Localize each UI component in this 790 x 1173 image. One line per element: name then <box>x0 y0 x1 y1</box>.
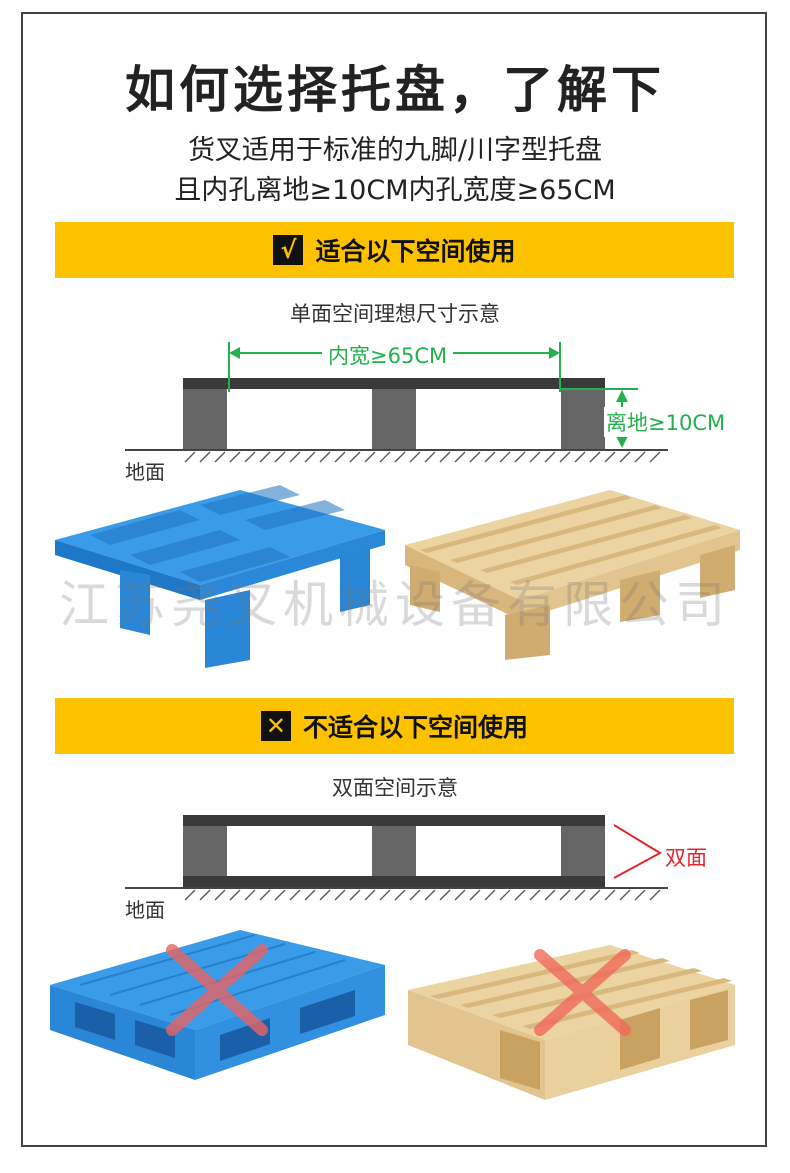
single-leg-middle <box>372 389 416 449</box>
height-arrow-down <box>616 436 628 448</box>
double-leg-left <box>183 826 227 876</box>
double-top-deck <box>183 815 605 826</box>
blue-double-pallet-image <box>50 930 385 1080</box>
wooden-single-pallet-image <box>405 490 740 660</box>
cross-mark-wood <box>534 949 631 1036</box>
suitable-banner: √ 适合以下空间使用 <box>55 222 734 278</box>
ground-label-2: 地面 <box>125 898 165 922</box>
blue-plastic-pallet-image <box>55 485 385 668</box>
unsuitable-banner-text: 不适合以下空间使用 <box>302 713 528 742</box>
single-face-caption: 单面空间理想尺寸示意 <box>290 302 500 326</box>
wooden-double-pallet-image <box>408 945 735 1100</box>
subtitle-line-2: 且内孔离地≥10CM内孔宽度≥65CM <box>174 175 616 206</box>
single-leg-right <box>561 389 605 449</box>
page-title: 如何选择托盘，了解下 <box>125 61 665 119</box>
inner-width-label: 内宽≥65CM <box>322 340 454 370</box>
double-leg-right <box>561 826 605 876</box>
suitable-banner-text: 适合以下空间使用 <box>315 237 516 266</box>
ground-hatching-1 <box>184 451 661 463</box>
subtitle-line-1: 货叉适用于标准的九脚/川字型托盘 <box>187 135 603 166</box>
width-arrow-left <box>229 347 240 359</box>
cross-mark-blue <box>166 944 268 1036</box>
single-leg-left <box>183 389 227 449</box>
single-deck-board <box>183 378 605 389</box>
unsuitable-banner: ✕ 不适合以下空间使用 <box>55 698 734 754</box>
double-bottom-deck <box>183 876 605 887</box>
double-face-label: 双面 <box>665 846 707 870</box>
ground-clearance-label: 离地≥10CM <box>604 407 728 437</box>
page-frame <box>21 12 767 1147</box>
double-face-bracket <box>613 824 663 879</box>
cross-icon: ✕ <box>260 711 291 741</box>
double-face-caption: 双面空间示意 <box>332 776 458 800</box>
double-leg-middle <box>372 826 416 876</box>
company-watermark: 江苏尧叉机械设备有限公司 <box>59 576 731 634</box>
height-arrow-up <box>616 390 628 402</box>
check-icon: √ <box>273 235 304 265</box>
ground-label-1: 地面 <box>125 460 165 484</box>
width-arrow-right <box>549 347 560 359</box>
ground-hatching-2 <box>184 889 661 901</box>
